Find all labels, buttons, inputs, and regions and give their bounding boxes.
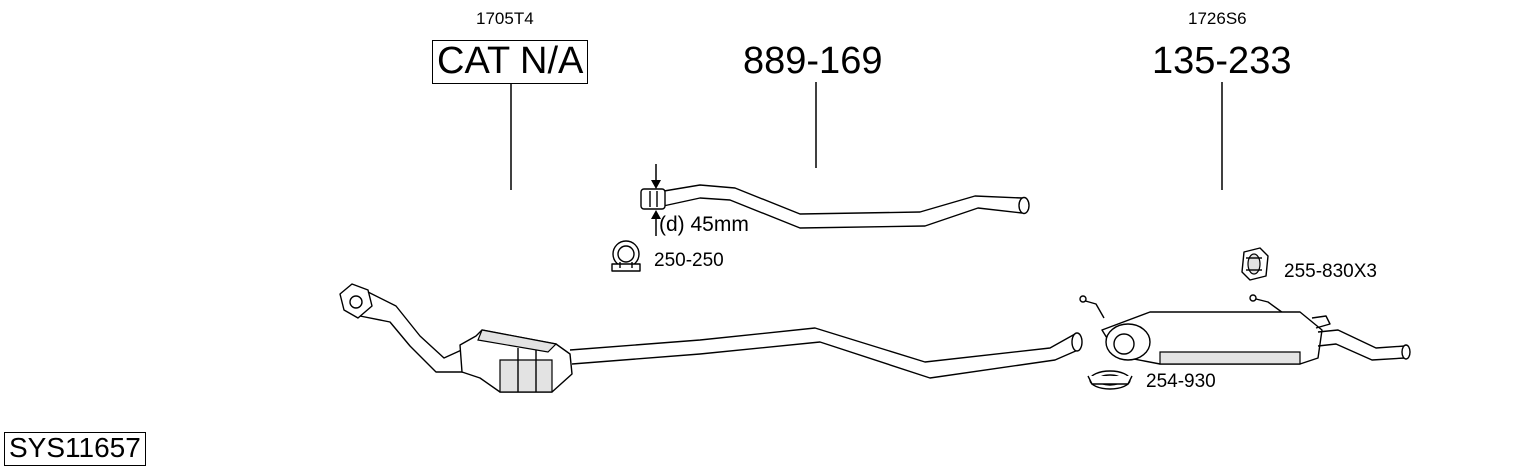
- tailpipe-outlet: [1401, 344, 1411, 360]
- system-id: SYS11657: [4, 432, 146, 466]
- clamp-front-part-number[interactable]: 250-250: [654, 250, 724, 271]
- front-pipe-flange: [640, 188, 666, 210]
- cat-label[interactable]: CAT N/A: [432, 40, 589, 84]
- clamp-icon-250-250[interactable]: [611, 240, 641, 272]
- clamp-rear-part-number[interactable]: 254-930: [1146, 371, 1216, 392]
- front-pipe-part-number[interactable]: 889-169: [743, 40, 883, 82]
- front-pipe-889-169[interactable]: [640, 184, 1030, 229]
- rubber-mount-icon[interactable]: [1241, 247, 1269, 281]
- rubber-mount-part-number[interactable]: 255-830X3: [1284, 261, 1377, 282]
- middle-pipe-with-catalyst[interactable]: [339, 283, 1083, 393]
- rear-silencer-part-number[interactable]: 135-233: [1152, 40, 1292, 82]
- rear-silencer-135-233[interactable]: [1079, 294, 1411, 365]
- diameter-note: (d) 45mm: [659, 213, 749, 236]
- clamp-icon-254-930[interactable]: [1087, 370, 1133, 390]
- rear-silencer-code: 1726S6: [1188, 9, 1247, 28]
- diameter-arrows: [651, 164, 661, 236]
- cat-code: 1705T4: [476, 9, 534, 28]
- front-pipe-outlet: [1018, 196, 1030, 215]
- middle-pipe-outlet: [1071, 332, 1083, 352]
